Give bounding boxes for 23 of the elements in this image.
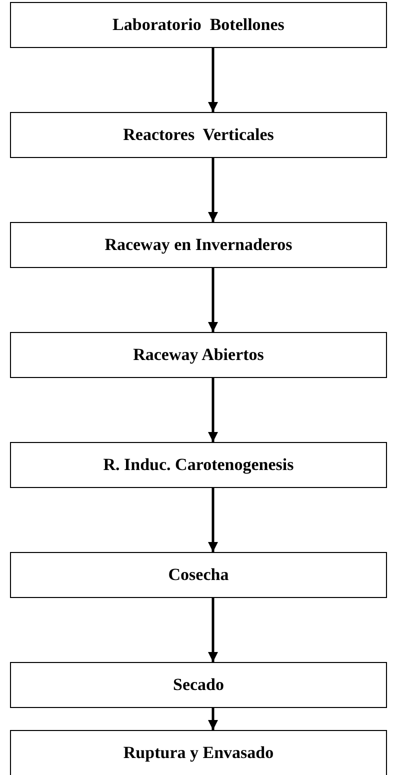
process-box — [10, 112, 387, 158]
process-label: Laboratorio Botellones — [112, 14, 284, 36]
process-label: R. Induc. Carotenogenesis — [103, 454, 294, 476]
process-box — [10, 442, 387, 488]
process-label: Raceway Abiertos — [133, 344, 264, 366]
arrow — [208, 48, 218, 112]
process-box — [10, 662, 387, 708]
arrow — [208, 378, 218, 442]
arrow — [208, 268, 218, 332]
arrow — [208, 708, 218, 730]
arrow — [208, 598, 218, 662]
process-label: Ruptura y Envasado — [123, 742, 274, 764]
process-label: Raceway en Invernaderos — [104, 234, 292, 256]
process-box — [10, 2, 387, 48]
process-box — [10, 222, 387, 268]
process-box — [10, 552, 387, 598]
process-label: Reactores Verticales — [123, 124, 274, 146]
process-label: Secado — [173, 674, 224, 696]
process-label: Cosecha — [168, 564, 229, 586]
arrow — [208, 158, 218, 222]
process-box — [10, 332, 387, 378]
process-box — [10, 730, 387, 775]
arrow — [208, 488, 218, 552]
